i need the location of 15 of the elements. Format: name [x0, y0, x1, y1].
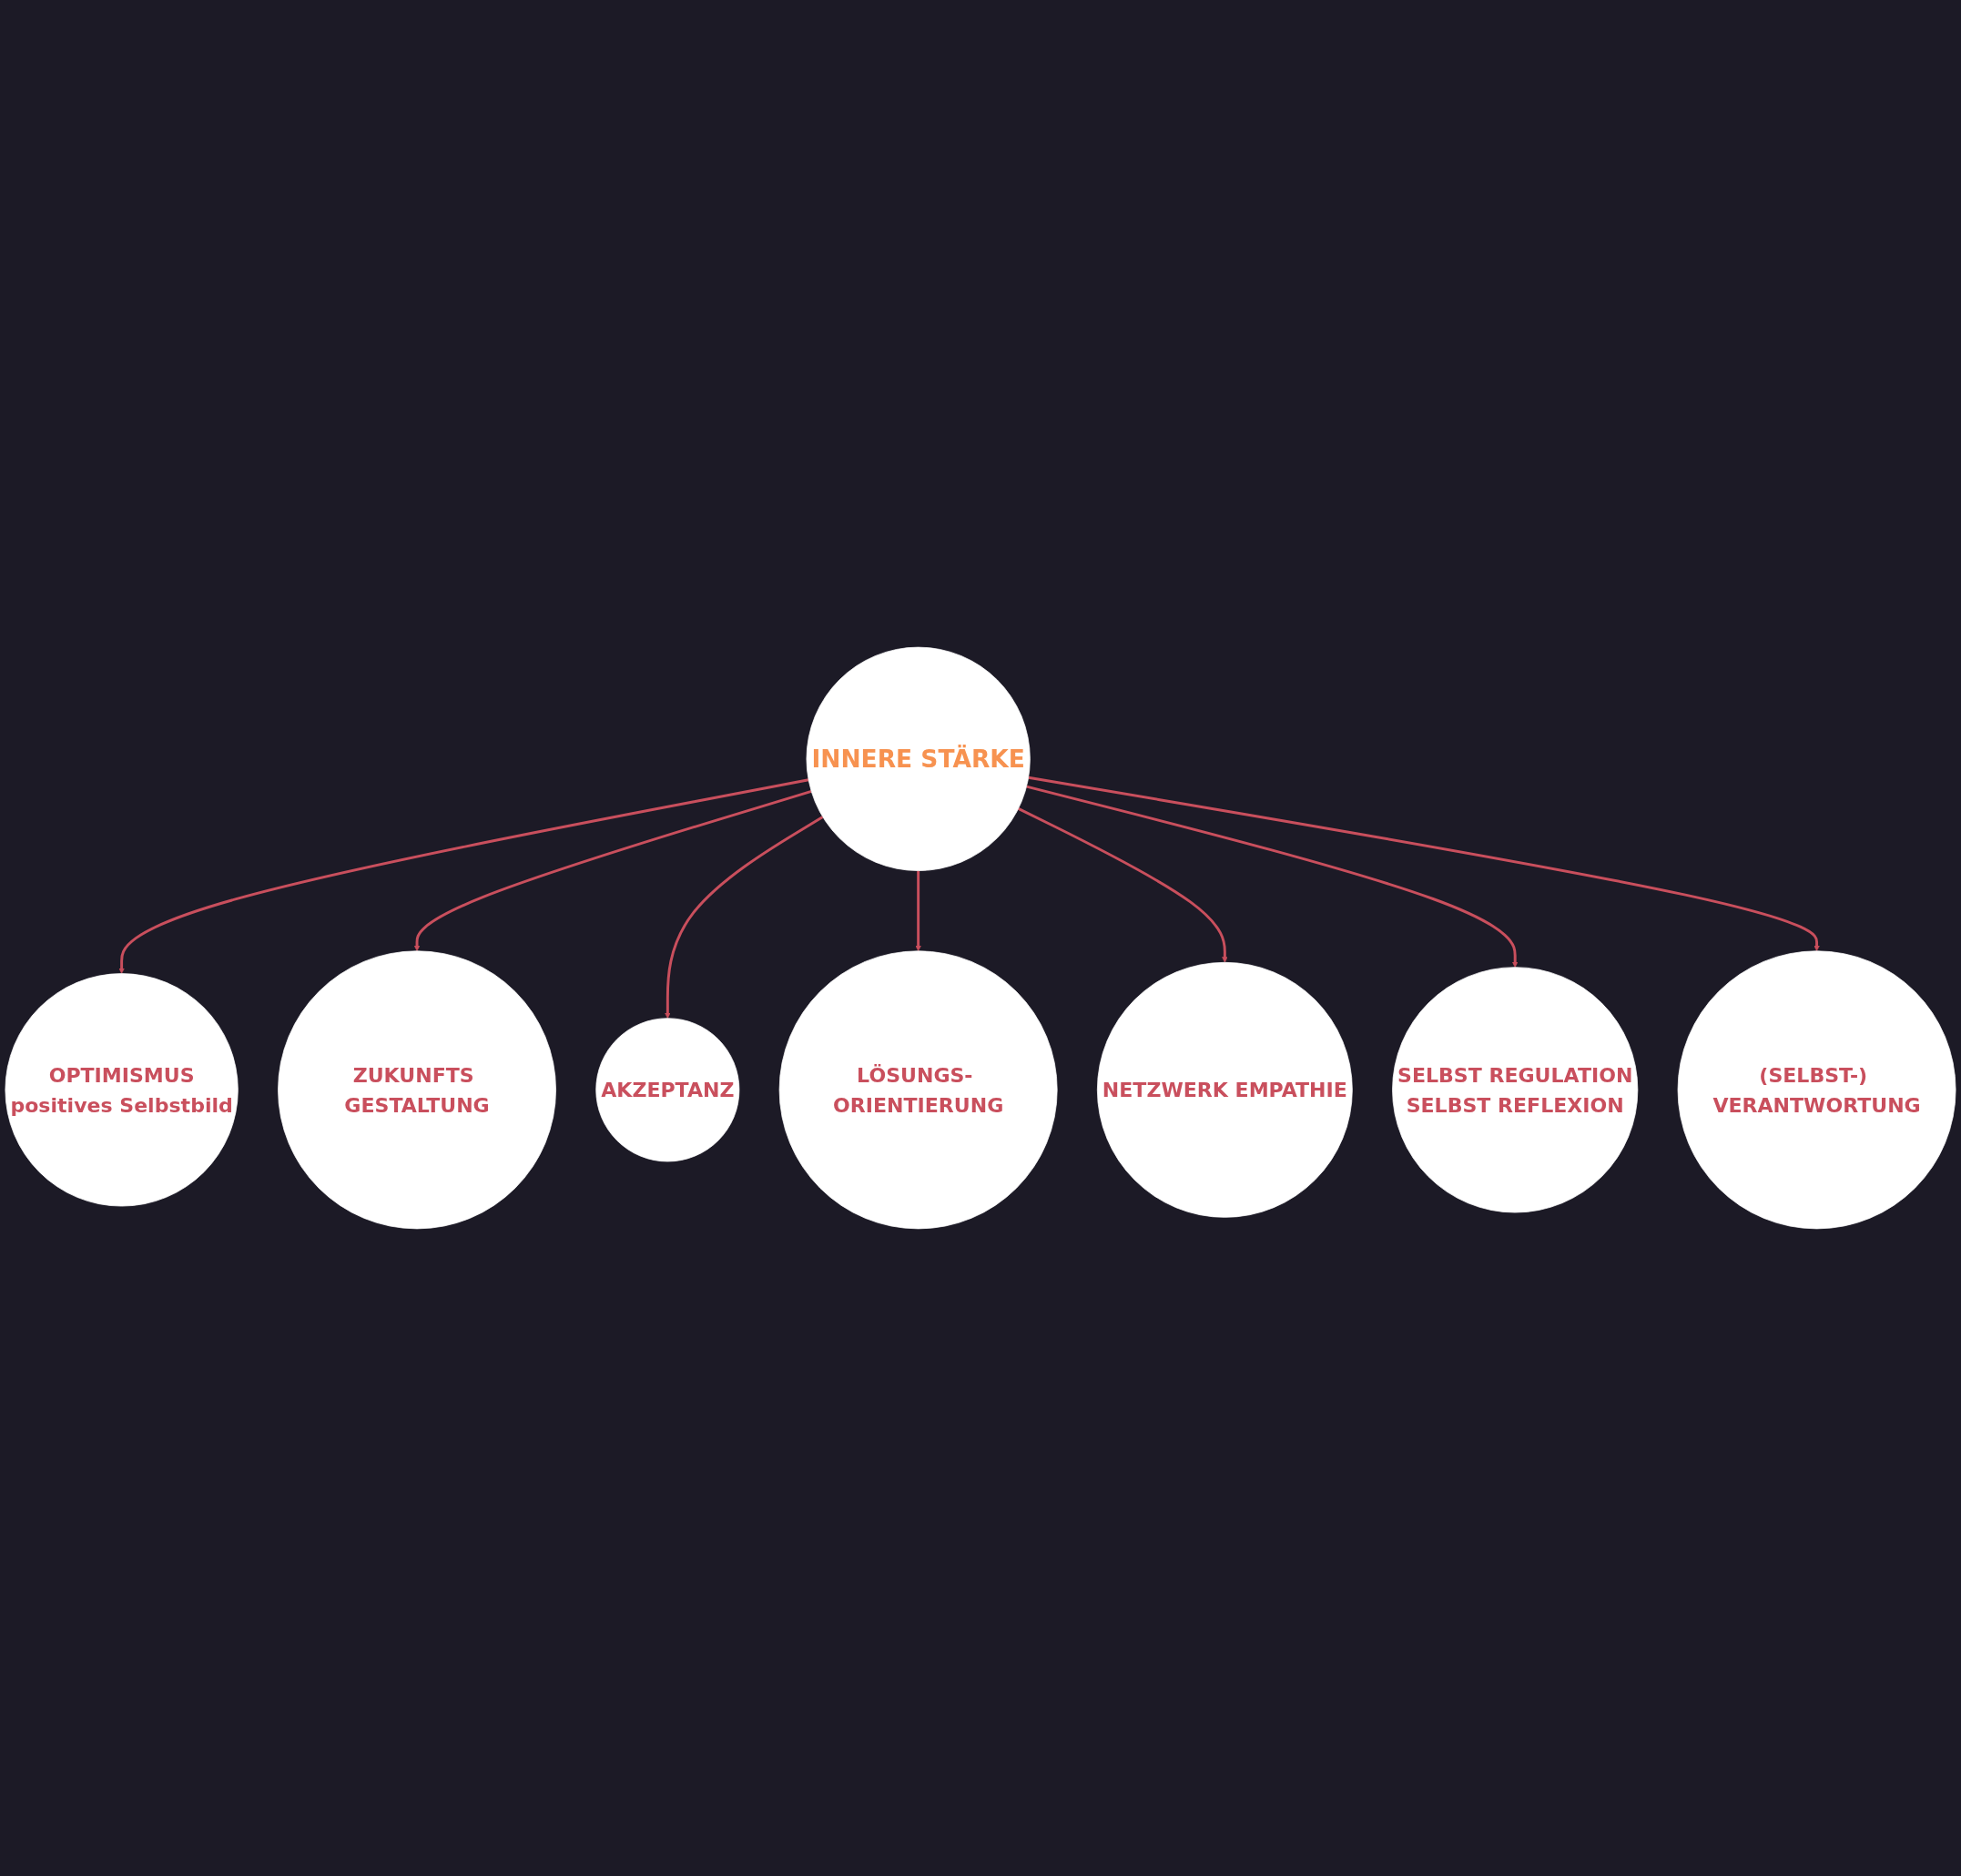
- arrow: [118, 778, 809, 974]
- arrow: [1028, 776, 1820, 952]
- node-circle: INNERE STÄRKE: [806, 646, 1031, 871]
- node-circle: LÖSUNGS- ORIENTIERUNG: [778, 950, 1058, 1230]
- arrow: [665, 816, 824, 1019]
- node-circle: (SELBST-) VERANTWORTUNG: [1677, 950, 1956, 1230]
- arrow: [915, 870, 921, 952]
- arrow: [413, 790, 812, 952]
- arrow: [1017, 807, 1228, 963]
- node-circle: OPTIMISMUS positives Selbstbild: [5, 973, 239, 1207]
- arrow: [1026, 785, 1519, 968]
- node-circle: SELBST REGULATION SELBST REFLEXION: [1392, 967, 1639, 1213]
- node-circle: ZUKUNFTS GESTALTUNG: [278, 950, 556, 1230]
- node-circle: AKZEPTANZ: [595, 1018, 740, 1162]
- node-circle: NETZWERK EMPATHIE: [1096, 961, 1353, 1218]
